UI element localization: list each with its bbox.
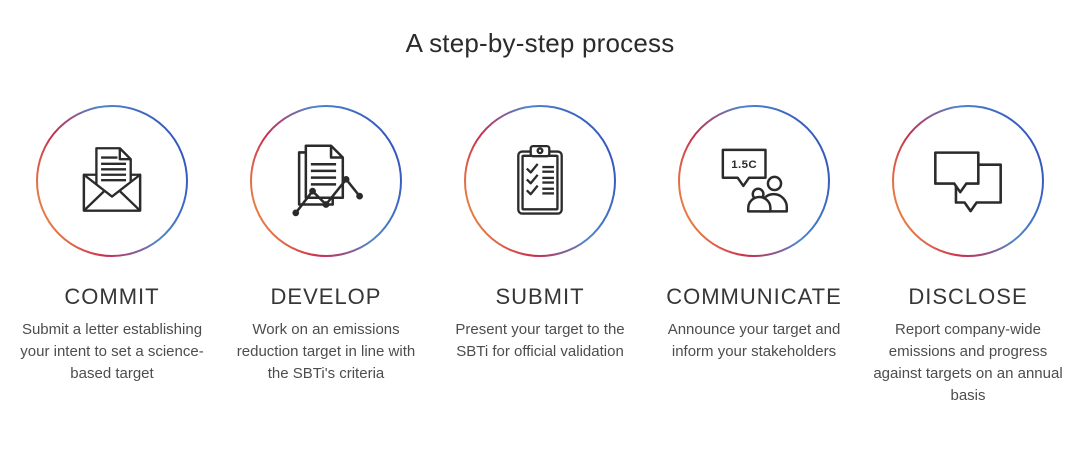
- step-title: DEVELOP: [270, 284, 382, 309]
- step-description: Present your target to the SBTi for offi…: [455, 321, 625, 360]
- step-circle: [250, 105, 402, 257]
- step-description: Work on an emissions reduction target in…: [236, 321, 416, 382]
- gradient-ring-icon: [250, 105, 402, 257]
- step-circle: [464, 105, 616, 257]
- chat-bubbles-icon: [934, 151, 1002, 213]
- gradient-ring-icon: [892, 105, 1044, 257]
- bubble-label: 1.5C: [731, 159, 757, 171]
- page-title: A step-by-step process: [405, 28, 675, 58]
- step-submit: SUBMIT Present your target to the SBTi f…: [438, 105, 642, 407]
- steps-row: COMMIT Submit a letter establishing your…: [0, 105, 1080, 407]
- gradient-ring-icon: [36, 105, 188, 257]
- step-title: COMMIT: [64, 284, 160, 309]
- step-disclose: DISCLOSE Report company-wide emissions a…: [866, 105, 1070, 407]
- step-communicate: 1.5C COMMUNICATE Announce your target an…: [652, 105, 856, 407]
- gradient-ring-icon: [464, 105, 616, 257]
- step-title: COMMUNICATE: [666, 284, 842, 309]
- step-commit: COMMIT Submit a letter establishing your…: [10, 105, 214, 407]
- step-circle: 1.5C: [678, 105, 830, 257]
- step-description: Submit a letter establishing your intent…: [20, 321, 204, 382]
- documents-trend-chart-icon: [292, 144, 363, 217]
- step-description: Report company-wide emissions and progre…: [873, 321, 1063, 404]
- gradient-ring-icon: [678, 105, 830, 257]
- step-develop: DEVELOP Work on an emissions reduction t…: [224, 105, 428, 407]
- envelope-letter-icon: [82, 147, 142, 212]
- step-description: Announce your target and inform your sta…: [667, 321, 841, 360]
- step-title: SUBMIT: [495, 284, 585, 309]
- step-title: DISCLOSE: [908, 284, 1028, 309]
- step-circle: [892, 105, 1044, 257]
- clipboard-checklist-icon: [517, 144, 563, 215]
- speech-bubble-people-icon: 1.5C: [721, 148, 789, 213]
- process-section: A step-by-step process: [0, 28, 1080, 407]
- step-circle: [36, 105, 188, 257]
